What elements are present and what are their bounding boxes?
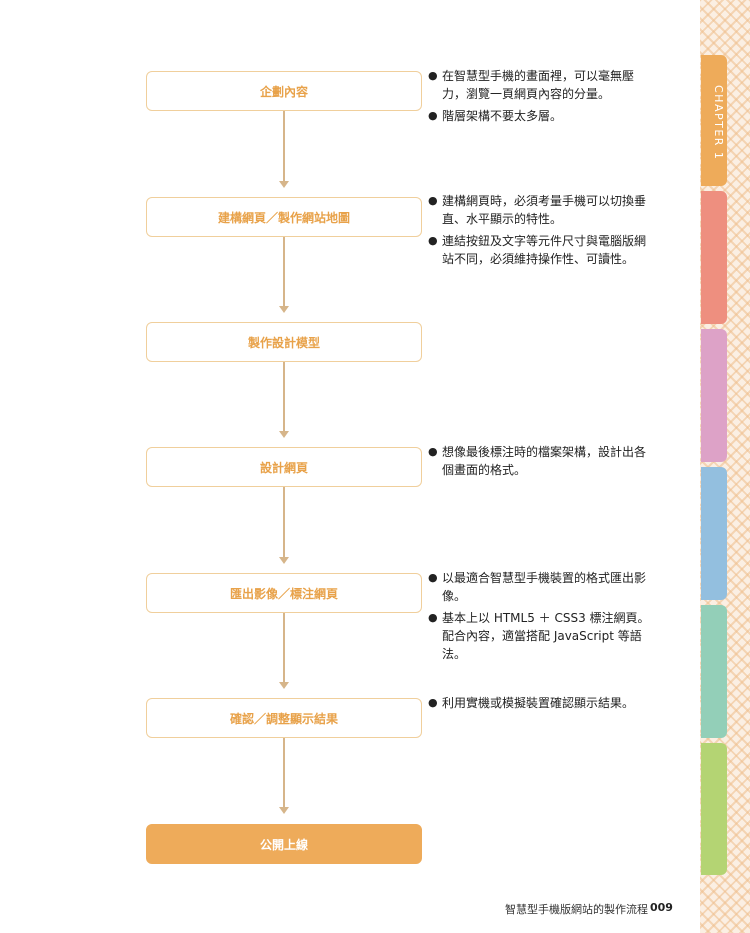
notes-confirm: ● 利用實機或模擬裝置確認顯示結果。 (428, 694, 650, 716)
note-text: 想像最後標注時的檔案架構，設計出各個畫面的格式。 (442, 445, 647, 477)
bullet-icon: ● (428, 445, 438, 458)
bullet-icon: ● (428, 696, 438, 709)
page-number: 009 (650, 901, 673, 914)
notes-design: ● 想像最後標注時的檔案架構，設計出各個畫面的格式。 (428, 443, 650, 483)
note-item: ● 連結按鈕及文字等元件尺寸與電腦版網站不同，必須維持操作性、可讀性。 (428, 232, 650, 268)
chapter-tab[interactable] (701, 329, 727, 462)
flow-step-confirm: 確認／調整顯示結果 (146, 698, 422, 738)
flow-arrow (279, 237, 289, 313)
chapter-label: CHAPTER 1 (712, 85, 725, 161)
chapter-tab[interactable] (701, 55, 727, 186)
flow-arrow (279, 111, 289, 188)
flow-step-structure: 建構網頁／製作網站地圖 (146, 197, 422, 237)
note-text: 以最適合智慧型手機裝置的格式匯出影像。 (442, 571, 647, 603)
note-text: 連結按鈕及文字等元件尺寸與電腦版網站不同，必須維持操作性、可讀性。 (442, 234, 647, 266)
note-item: ● 以最適合智慧型手機裝置的格式匯出影像。 (428, 569, 650, 605)
flow-arrow (279, 362, 289, 438)
notes-planning: ● 在智慧型手機的畫面裡，可以毫無壓力，瀏覽一頁網頁內容的分量。 ● 階層架構不要太… (428, 67, 650, 129)
bullet-icon: ● (428, 109, 438, 122)
chapter-tab[interactable] (701, 191, 727, 324)
bullet-icon: ● (428, 611, 438, 624)
footer-title: 智慧型手機版網站的製作流程 (505, 903, 648, 916)
note-item: ● 在智慧型手機的畫面裡，可以毫無壓力，瀏覽一頁網頁內容的分量。 (428, 67, 650, 103)
notes-structure: ● 建構網頁時，必須考量手機可以切換垂直、水平顯示的特性。 ● 連結按鈕及文字等元件… (428, 192, 650, 272)
chapter-tab[interactable] (701, 743, 727, 875)
note-item: ● 建構網頁時，必須考量手機可以切換垂直、水平顯示的特性。 (428, 192, 650, 228)
note-item: ● 利用實機或模擬裝置確認顯示結果。 (428, 694, 650, 712)
flow-step-mockup: 製作設計模型 (146, 322, 422, 362)
flow-step-planning: 企劃內容 (146, 71, 422, 111)
flow-step-export: 匯出影像／標注網頁 (146, 573, 422, 613)
flow-step-design: 設計網頁 (146, 447, 422, 487)
bullet-icon: ● (428, 234, 438, 247)
bullet-icon: ● (428, 194, 438, 207)
note-text: 利用實機或模擬裝置確認顯示結果。 (442, 696, 635, 710)
note-item: ● 想像最後標注時的檔案架構，設計出各個畫面的格式。 (428, 443, 650, 479)
note-text: 階層架構不要太多層。 (442, 109, 563, 123)
note-text: 基本上以 HTML5 ＋ CSS3 標注網頁。配合內容，適當搭配 JavaScr… (442, 611, 650, 661)
note-text: 在智慧型手機的畫面裡，可以毫無壓力，瀏覽一頁網頁內容的分量。 (442, 69, 635, 101)
flow-step-publish: 公開上線 (146, 824, 422, 864)
bullet-icon: ● (428, 69, 438, 82)
flow-arrow (279, 487, 289, 564)
notes-export: ● 以最適合智慧型手機裝置的格式匯出影像。 ● 基本上以 HTML5 ＋ CSS3 … (428, 569, 650, 667)
flow-arrow (279, 738, 289, 814)
flow-arrow (279, 613, 289, 689)
note-item: ● 基本上以 HTML5 ＋ CSS3 標注網頁。配合內容，適當搭配 JavaSc… (428, 609, 650, 663)
chapter-tab[interactable] (701, 605, 727, 738)
note-item: ● 階層架構不要太多層。 (428, 107, 650, 125)
note-text: 建構網頁時，必須考量手機可以切換垂直、水平顯示的特性。 (442, 194, 647, 226)
bullet-icon: ● (428, 571, 438, 584)
chapter-tab[interactable] (701, 467, 727, 600)
